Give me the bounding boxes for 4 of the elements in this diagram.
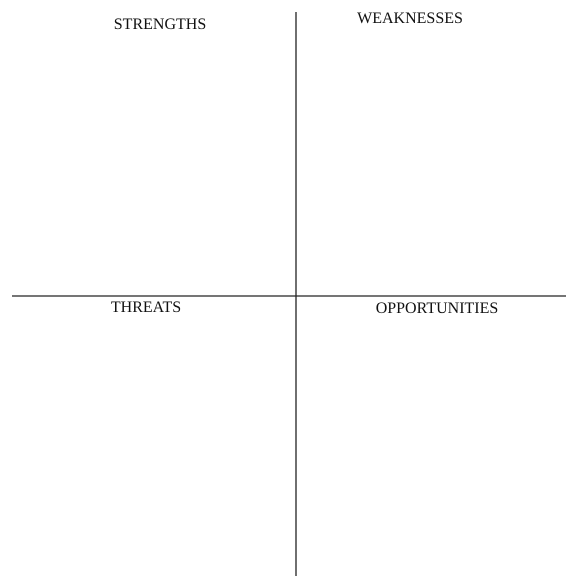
quadrant-heading: THREATS bbox=[110, 299, 182, 317]
quadrant-heading: STRENGTHS bbox=[114, 16, 206, 34]
quadrant-heading: OPPORTUNITIES bbox=[376, 300, 498, 318]
quadrant-heading: WEAKNESSES bbox=[357, 10, 463, 28]
